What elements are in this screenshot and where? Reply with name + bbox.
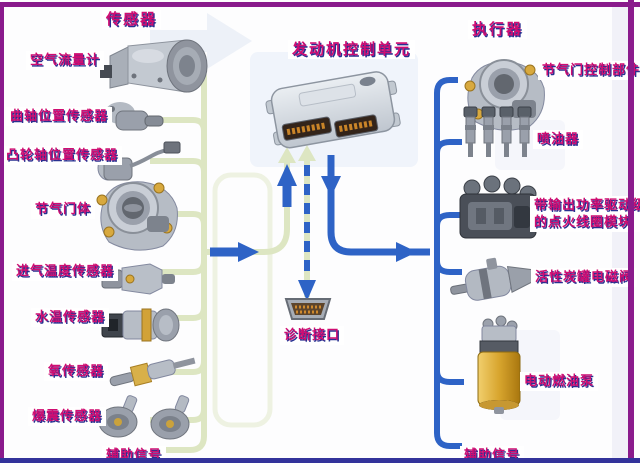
label-air-flow-meter: 空气流量计 [26,51,105,70]
sensor-trunk-line [150,61,310,453]
label-ignition-module: 带输出功率驱动级 的点火线圈模块 [530,196,640,232]
frame-border-right [628,0,634,463]
label-oxygen-sensor: 氧传感器 [44,362,109,381]
label-ignition-module-line2: 的点火线圈模块 [534,215,633,230]
canister-valve-image [450,257,537,301]
label-ignition-module-line1: 带输出功率驱动级 [534,198,640,213]
label-ecu-title: 发动机控制单元 [288,40,416,59]
label-canister-valve: 活性炭罐电磁阀 [531,268,638,287]
throttle-body-image [96,181,178,251]
label-knock-sensor: 爆震传感器 [28,407,107,426]
label-intake-temp: 进气温度传感器 [12,262,119,281]
diagnostic-connector-image [284,298,332,320]
crankshaft-sensor-image [105,102,164,131]
blue-signal-arrows [210,155,430,301]
label-water-temp: 水温传感器 [31,308,110,327]
label-crank-sensor: 曲轴位置传感器 [6,107,113,126]
frame-border-left [0,0,4,463]
label-actuators-title: 执行器 [468,20,528,39]
label-throttle-body: 节气门体 [31,200,96,219]
actuator-trunk-line [434,77,464,449]
frame-border-top [0,0,640,7]
label-fuel-pump: 电动燃油泵 [520,372,599,391]
label-diagnostic-port: 诊断接口 [280,326,345,345]
knock-sensor-image [98,395,190,440]
injectors-image [463,106,532,157]
label-injector: 喷油器 [533,130,584,149]
ignition-coil-module-image [459,175,537,239]
label-throttle-control: 节气门控制部件 [538,61,640,80]
diag-up-arrowhead [298,145,316,161]
sensor-input-arrowhead [278,147,296,163]
air-flow-meter-image [100,39,208,93]
label-cam-sensor: 凸轮轴位置传感器 [2,146,123,165]
oxygen-sensor-image [109,357,196,387]
label-sensors-title: 传感器 [102,10,162,29]
fuel-pump-image [477,315,521,414]
water-temp-sensor-image [101,308,180,342]
ecu-image [265,71,401,149]
frame-border-bottom [0,458,640,463]
